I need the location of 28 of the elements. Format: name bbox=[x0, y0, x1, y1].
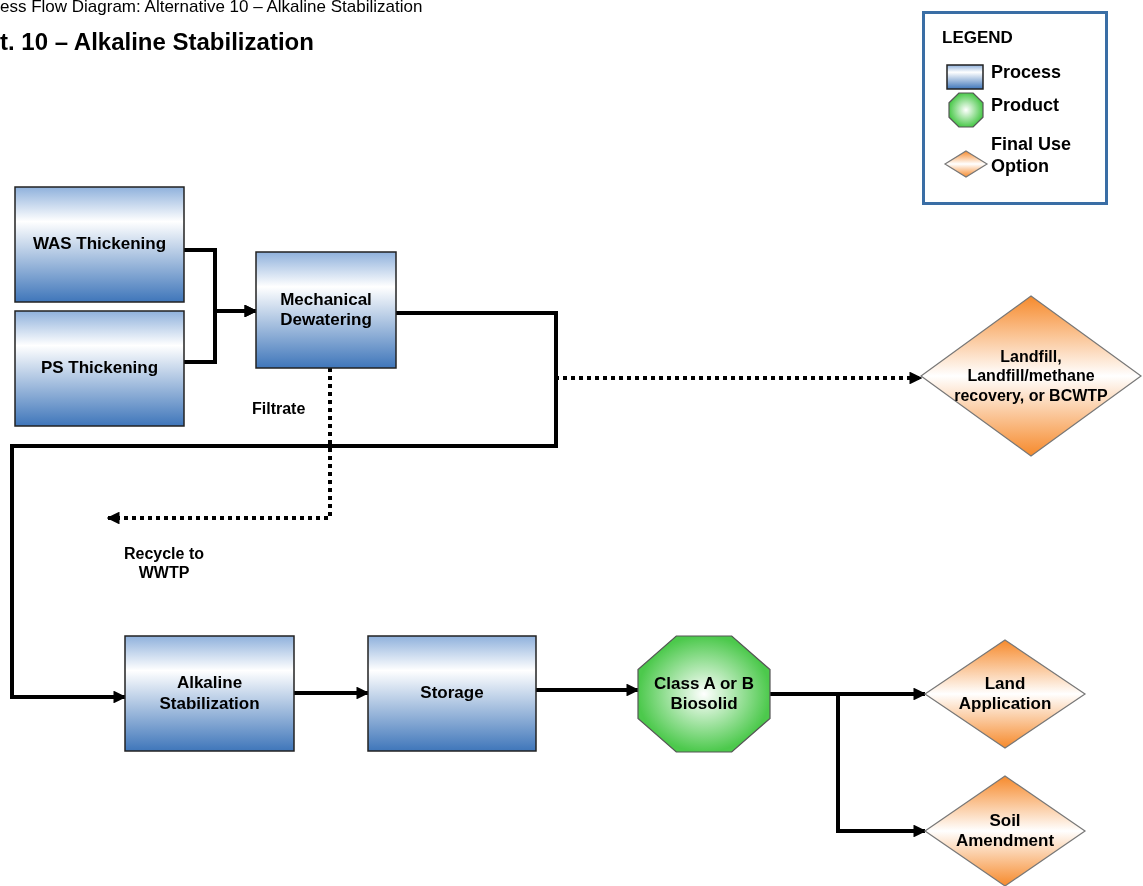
node-label: PS Thickening bbox=[40, 358, 159, 379]
final-use-diamond bbox=[925, 776, 1085, 886]
process-box bbox=[15, 311, 184, 426]
node-label: Class A or B Biosolid bbox=[653, 673, 755, 715]
dashed-arrow bbox=[106, 368, 332, 525]
arrow bbox=[10, 311, 558, 704]
node-label: WAS Thickening bbox=[32, 234, 167, 255]
legend-label: Final Use Option bbox=[991, 134, 1073, 178]
final-use-diamond bbox=[925, 640, 1085, 748]
node-label: Recycle to WWTP bbox=[122, 543, 205, 582]
product-octagon bbox=[638, 636, 770, 752]
legend-label: Process bbox=[991, 62, 1063, 84]
legend-heading: LEGEND bbox=[942, 28, 1013, 48]
node-label: Alkaline Stabilization bbox=[158, 673, 261, 714]
node-label: Land Application bbox=[957, 673, 1053, 715]
subtitle: ess Flow Diagram: Alternative 10 – Alkaline Stabilization bbox=[0, 0, 423, 17]
legend-label: Product bbox=[991, 95, 1060, 117]
arrow bbox=[770, 692, 927, 838]
node-label: Landfill, Landfill/methane recovery, or BCWTP bbox=[953, 347, 1109, 405]
node-label: Soil Amendment bbox=[954, 810, 1056, 852]
process-box bbox=[15, 187, 184, 302]
node-label: Storage bbox=[420, 683, 484, 704]
final-use-diamond bbox=[921, 296, 1141, 456]
process-box bbox=[125, 636, 294, 751]
process-box bbox=[368, 636, 536, 751]
process-box bbox=[256, 252, 396, 368]
title: t. 10 – Alkaline Stabilization bbox=[0, 28, 314, 56]
node-label: Mechanical Dewatering bbox=[279, 289, 373, 331]
